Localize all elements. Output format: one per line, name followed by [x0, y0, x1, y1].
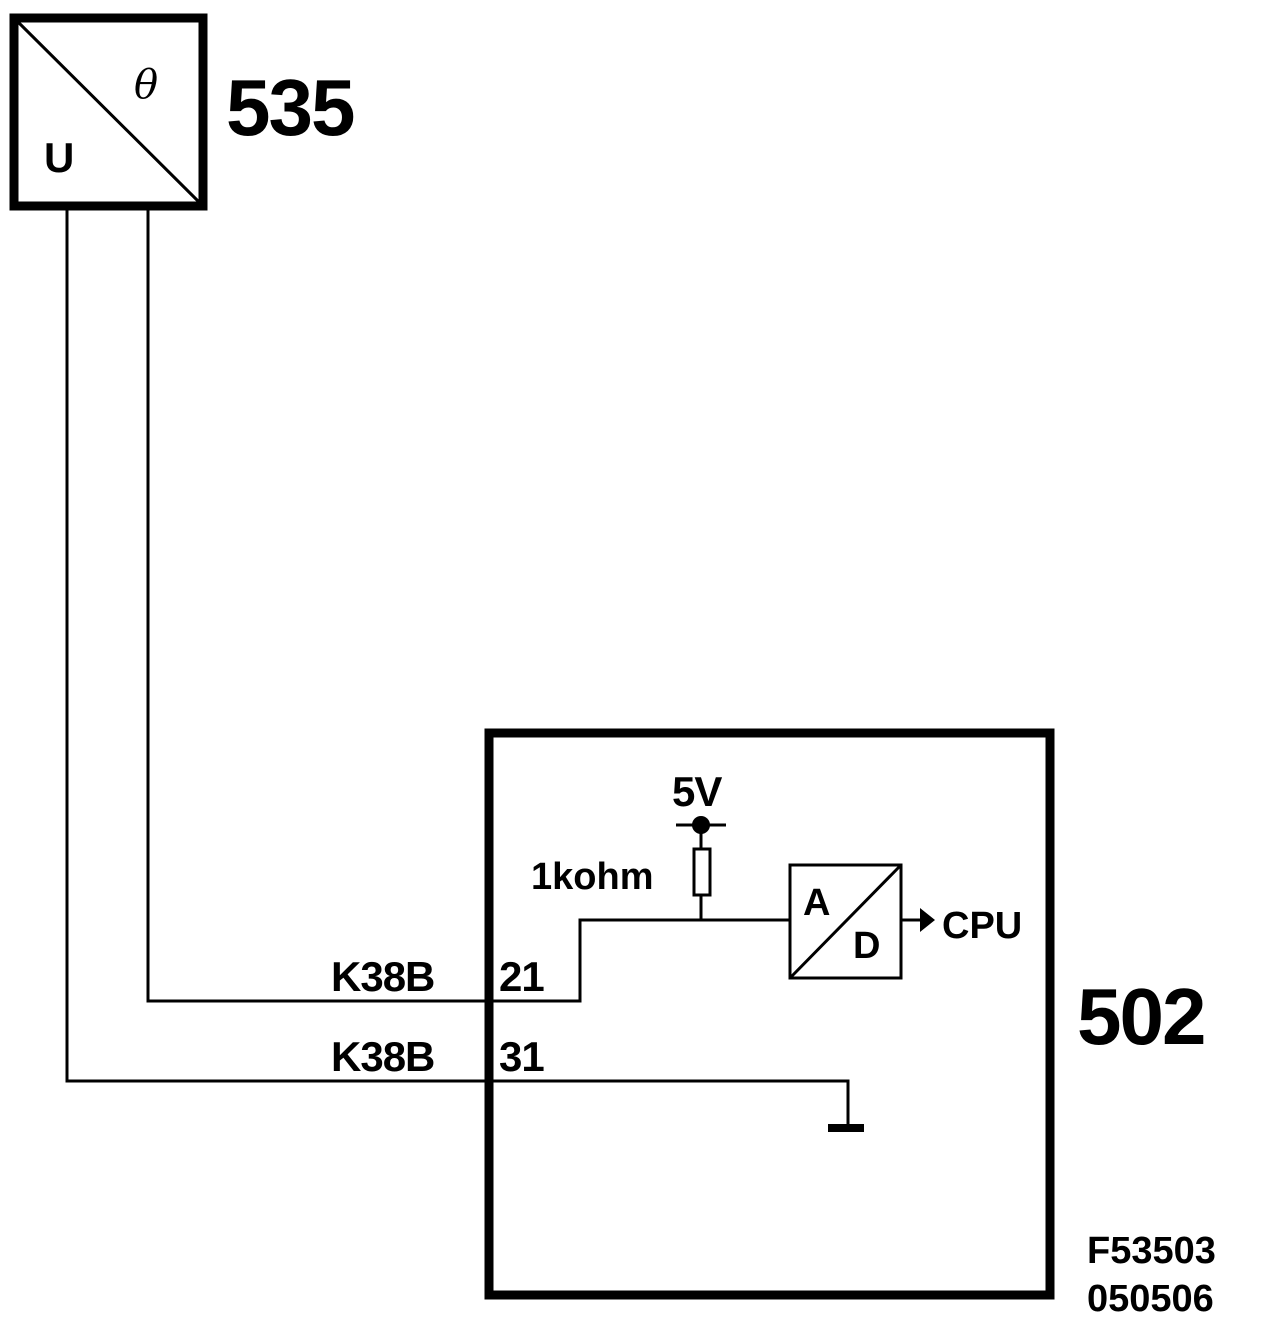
sensor-input-symbol: θ — [134, 62, 158, 108]
connector-labels: K38B 21 K38B 31 — [331, 953, 545, 1080]
figure-code: F53503 — [1087, 1230, 1216, 1272]
pin-label-1: 21 — [499, 953, 544, 1000]
connector-label-2: K38B — [331, 1033, 434, 1080]
control-unit-id: 502 — [1077, 972, 1204, 1061]
resistor-label: 1kohm — [531, 856, 653, 898]
supply-label: 5V — [672, 768, 722, 815]
control-unit-502: 502 5V 1kohm A D CPU — [484, 728, 1206, 1300]
ad-output-label: D — [853, 925, 880, 967]
sensor-box — [9, 13, 208, 211]
cpu-label: CPU — [942, 905, 1022, 947]
resistor — [692, 847, 712, 897]
wires — [65, 206, 850, 1128]
figure-date: 050506 — [1087, 1278, 1214, 1320]
wire-pin-21 — [146, 206, 790, 1003]
connector-label-1: K38B — [331, 953, 434, 1000]
sensor-diagonal — [12, 16, 205, 208]
pin-label-2: 31 — [499, 1033, 544, 1080]
control-unit-box — [484, 728, 1055, 1300]
figure-reference: F53503 050506 — [1087, 1230, 1216, 1320]
cpu-arrow-head — [920, 908, 935, 932]
ad-input-label: A — [803, 882, 830, 924]
ad-converter-diagonal — [788, 863, 903, 980]
sensor-id: 535 — [226, 63, 354, 152]
wire-pin-31 — [65, 206, 850, 1128]
sensor-535: U θ 535 — [9, 13, 356, 211]
sensor-output-label: U — [44, 134, 73, 181]
